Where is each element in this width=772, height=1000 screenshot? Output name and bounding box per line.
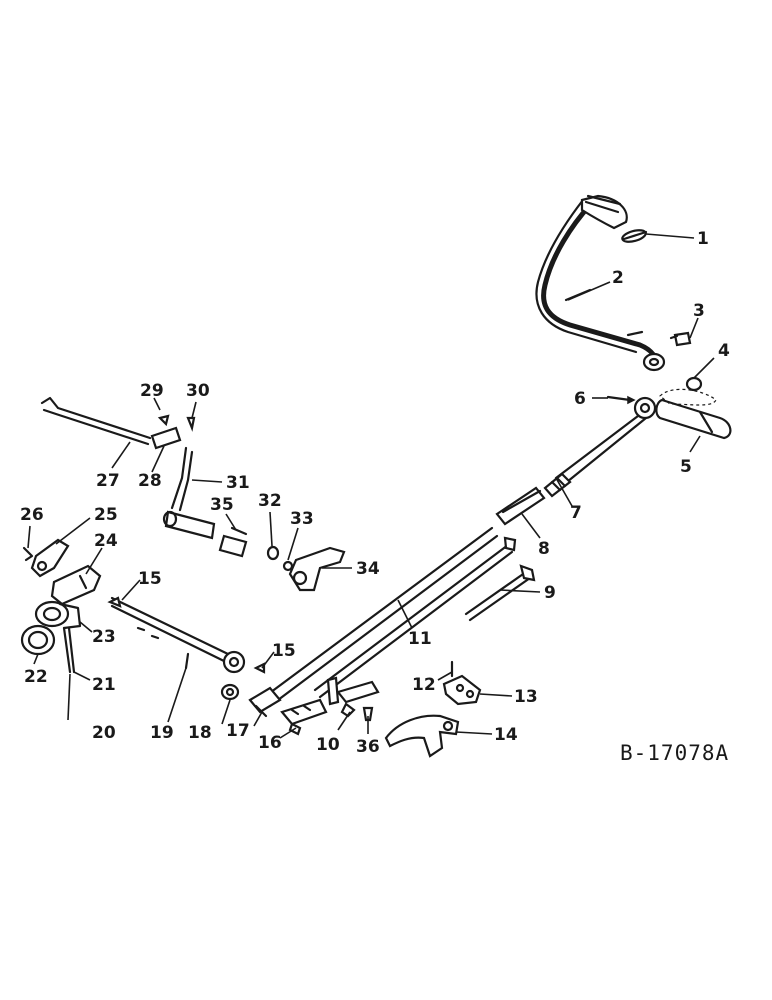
seal — [20, 624, 56, 656]
callout-9: 9 — [544, 583, 556, 603]
callout-15-left: 15 — [138, 569, 162, 589]
washer — [685, 376, 703, 392]
pin-15a — [107, 596, 122, 608]
callout-27: 27 — [96, 471, 120, 491]
callout-24: 24 — [94, 531, 118, 551]
callout-20: 20 — [92, 723, 116, 743]
callout-22: 22 — [24, 667, 48, 687]
callout-11: 11 — [408, 629, 432, 649]
washer-33 — [282, 560, 294, 572]
callout-25: 25 — [94, 505, 118, 525]
callout-10: 10 — [316, 735, 340, 755]
pin-30 — [186, 416, 196, 432]
clevis-pin — [606, 395, 636, 405]
callout-2: 2 — [612, 268, 624, 288]
lever-arm-25 — [30, 538, 70, 578]
pedal-lever-arm — [288, 546, 346, 592]
pin-29 — [157, 414, 170, 427]
callout-29: 29 — [140, 381, 164, 401]
pedal-pin — [621, 229, 648, 243]
callout-16: 16 — [258, 733, 282, 753]
pin-26 — [22, 546, 34, 562]
callout-33: 33 — [290, 509, 314, 529]
callout-1: 1 — [697, 229, 709, 249]
turnbuckle — [495, 486, 546, 526]
callout-7: 7 — [570, 503, 582, 523]
bushing — [218, 526, 248, 558]
bracket-assembly — [442, 660, 482, 706]
callout-14: 14 — [494, 725, 518, 745]
callout-34: 34 — [356, 559, 380, 579]
callout-21: 21 — [92, 675, 116, 695]
lower-clevis — [280, 676, 380, 736]
callout-19: 19 — [150, 723, 174, 743]
cotter-pin — [362, 706, 374, 722]
callout-4: 4 — [718, 341, 730, 361]
leader-lines — [27, 233, 715, 739]
crank-arm — [162, 446, 216, 540]
control-rod — [40, 396, 152, 446]
drawing-number: B-17078A — [620, 741, 729, 765]
stud — [62, 626, 76, 674]
brake-housing — [34, 600, 82, 630]
callout-8: 8 — [538, 539, 550, 559]
callout-12: 12 — [412, 675, 436, 695]
callout-13: 13 — [514, 687, 538, 707]
callout-18: 18 — [188, 723, 212, 743]
adjusting-rod — [543, 396, 657, 498]
pedal-stop-bolt — [669, 331, 692, 347]
cross-shaft — [110, 596, 246, 674]
callout-28: 28 — [138, 471, 162, 491]
snap-ring — [266, 545, 280, 561]
callout-31: 31 — [226, 473, 250, 493]
pin-15b — [253, 662, 266, 674]
yoke — [248, 686, 282, 718]
callout-3: 3 — [693, 301, 705, 321]
callout-26: 26 — [20, 505, 44, 525]
mounting-bracket — [50, 564, 102, 606]
coupler — [150, 426, 182, 450]
callout-labels: 1 2 3 4 5 6 7 8 9 10 11 12 13 14 15 15 1… — [20, 229, 730, 757]
bolt — [464, 564, 536, 622]
pull-rod — [261, 526, 517, 708]
callout-17: 17 — [226, 721, 250, 741]
callout-35: 35 — [210, 495, 234, 515]
callout-23: 23 — [92, 627, 116, 647]
callout-36: 36 — [356, 737, 380, 757]
callout-6: 6 — [574, 389, 586, 409]
callout-5: 5 — [680, 457, 692, 477]
callout-32: 32 — [258, 491, 282, 511]
brake-pedal-arm — [535, 194, 666, 372]
bellcrank-lever — [384, 714, 460, 758]
pedal-shaft — [655, 388, 732, 440]
collar — [220, 683, 240, 701]
callout-15-center: 15 — [272, 641, 296, 661]
callout-30: 30 — [186, 381, 210, 401]
